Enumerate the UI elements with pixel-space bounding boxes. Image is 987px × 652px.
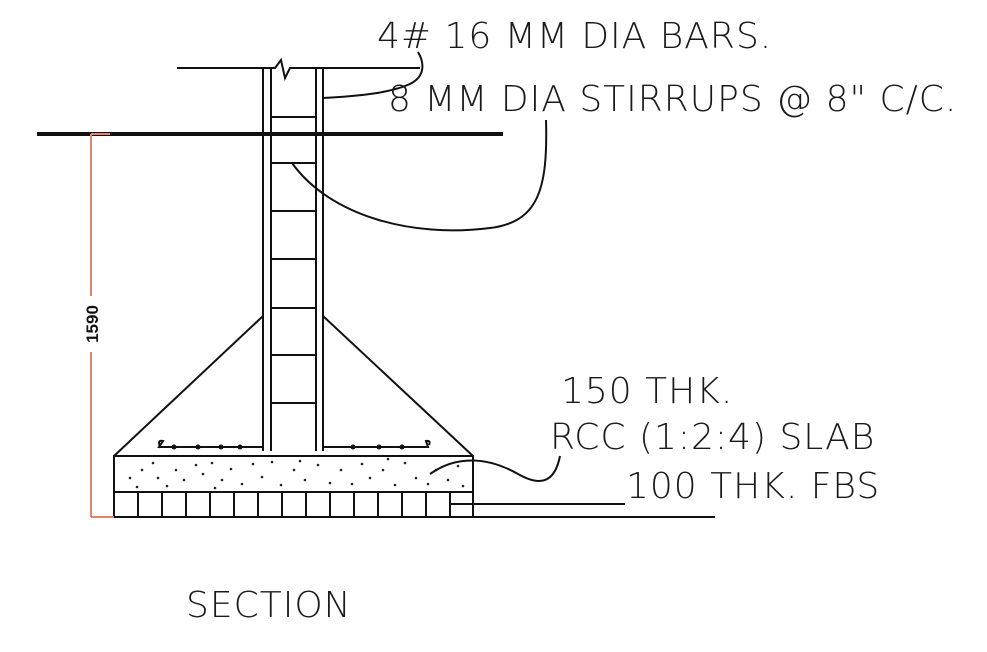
rebar-dot bbox=[237, 444, 243, 450]
rebar-dot bbox=[195, 444, 201, 450]
height-dimension-text: 1590 bbox=[83, 305, 102, 343]
stirrups-leader bbox=[291, 119, 548, 232]
rebar-dot bbox=[350, 444, 356, 450]
main-bars-note: 4# 16 MM DIA BARS. bbox=[377, 16, 772, 57]
rebar-dot bbox=[376, 444, 382, 450]
stirrups-note: 8 MM DIA STIRRUPS @ 8" C/C. bbox=[388, 79, 957, 120]
slab-type-note: RCC (1:2:4) SLAB bbox=[550, 417, 875, 458]
fbs-note: 100 THK. FBS bbox=[626, 466, 880, 507]
fbs-layer bbox=[113, 491, 474, 518]
slab-thickness-note: 150 THK. bbox=[561, 371, 733, 412]
section-title: SECTION bbox=[186, 585, 352, 626]
dimension-text-gap bbox=[80, 296, 102, 352]
column-top-cut-line bbox=[177, 57, 420, 81]
bottom-rebar-right bbox=[323, 439, 431, 448]
rebar-dot bbox=[218, 444, 224, 450]
footing-slope-left bbox=[113, 315, 264, 457]
concrete-hatch bbox=[128, 457, 465, 490]
main-bars-leader bbox=[321, 51, 424, 99]
footing-slope-right bbox=[322, 315, 474, 457]
bottom-rebar-left bbox=[157, 439, 263, 449]
slab-leader bbox=[429, 455, 561, 482]
distribution-bars bbox=[171, 444, 405, 450]
brick-joints bbox=[137, 492, 451, 517]
rebar-dot bbox=[399, 444, 405, 450]
rebar-dot bbox=[171, 444, 177, 450]
stirrups bbox=[271, 116, 316, 404]
